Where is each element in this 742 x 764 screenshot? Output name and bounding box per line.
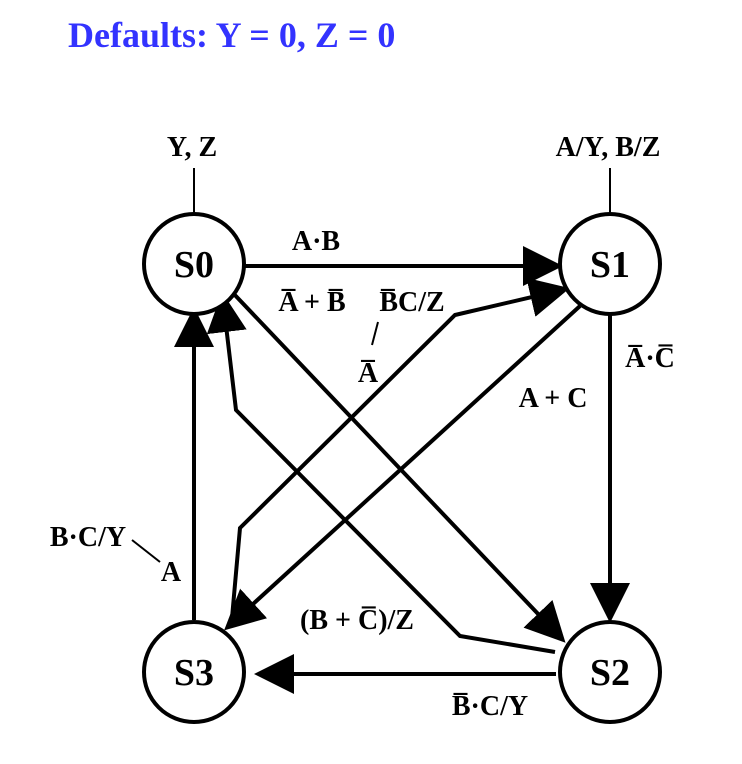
label-s3-s0: B·C/Y bbox=[50, 522, 126, 553]
state-s3: S3 bbox=[142, 620, 246, 724]
state-s2: S2 bbox=[558, 620, 662, 724]
state-s2-circle bbox=[558, 620, 662, 724]
state-s1: S1 bbox=[558, 212, 662, 316]
label-s2-s3: B̅·C/Y bbox=[452, 691, 528, 722]
edge-s3-s1 bbox=[230, 277, 570, 619]
label-s3-s0-secondary: A bbox=[161, 557, 182, 588]
state-s3-label: S3 bbox=[174, 652, 214, 694]
label-s3-s1-leader bbox=[371, 321, 379, 346]
label-s3-s1: B̅C/Z bbox=[379, 287, 444, 318]
state-s0-label: S0 bbox=[174, 244, 214, 286]
s0-outputs-label: Y, Z bbox=[167, 132, 217, 163]
label-s0-s2: A̅ + B̅ bbox=[278, 287, 345, 318]
state-s3-circle bbox=[142, 620, 246, 724]
edge-s1-s3 bbox=[224, 304, 582, 631]
s1-outputs-label: A/Y, B/Z bbox=[556, 132, 661, 163]
defaults-title: Defaults: Y = 0, Z = 0 bbox=[68, 15, 396, 55]
state-s1-label: S1 bbox=[590, 244, 630, 286]
edge-s0-s2 bbox=[230, 290, 566, 643]
label-s1-s2: A̅·C̅ bbox=[625, 343, 675, 374]
label-s3-s0-leader bbox=[131, 539, 161, 563]
edge-s2-s0 bbox=[206, 292, 556, 654]
state-s2-label: S2 bbox=[590, 652, 630, 694]
label-s0-s1: A·B bbox=[292, 226, 340, 257]
label-s1-s3: A + C bbox=[519, 383, 588, 414]
state-s0: S0 bbox=[142, 212, 246, 316]
state-s1-circle bbox=[558, 212, 662, 316]
label-s2-s0: (B + C̅)/Z bbox=[300, 605, 414, 636]
label-s3-s1-secondary: A̅ bbox=[358, 358, 379, 389]
state-s0-circle bbox=[142, 212, 246, 316]
